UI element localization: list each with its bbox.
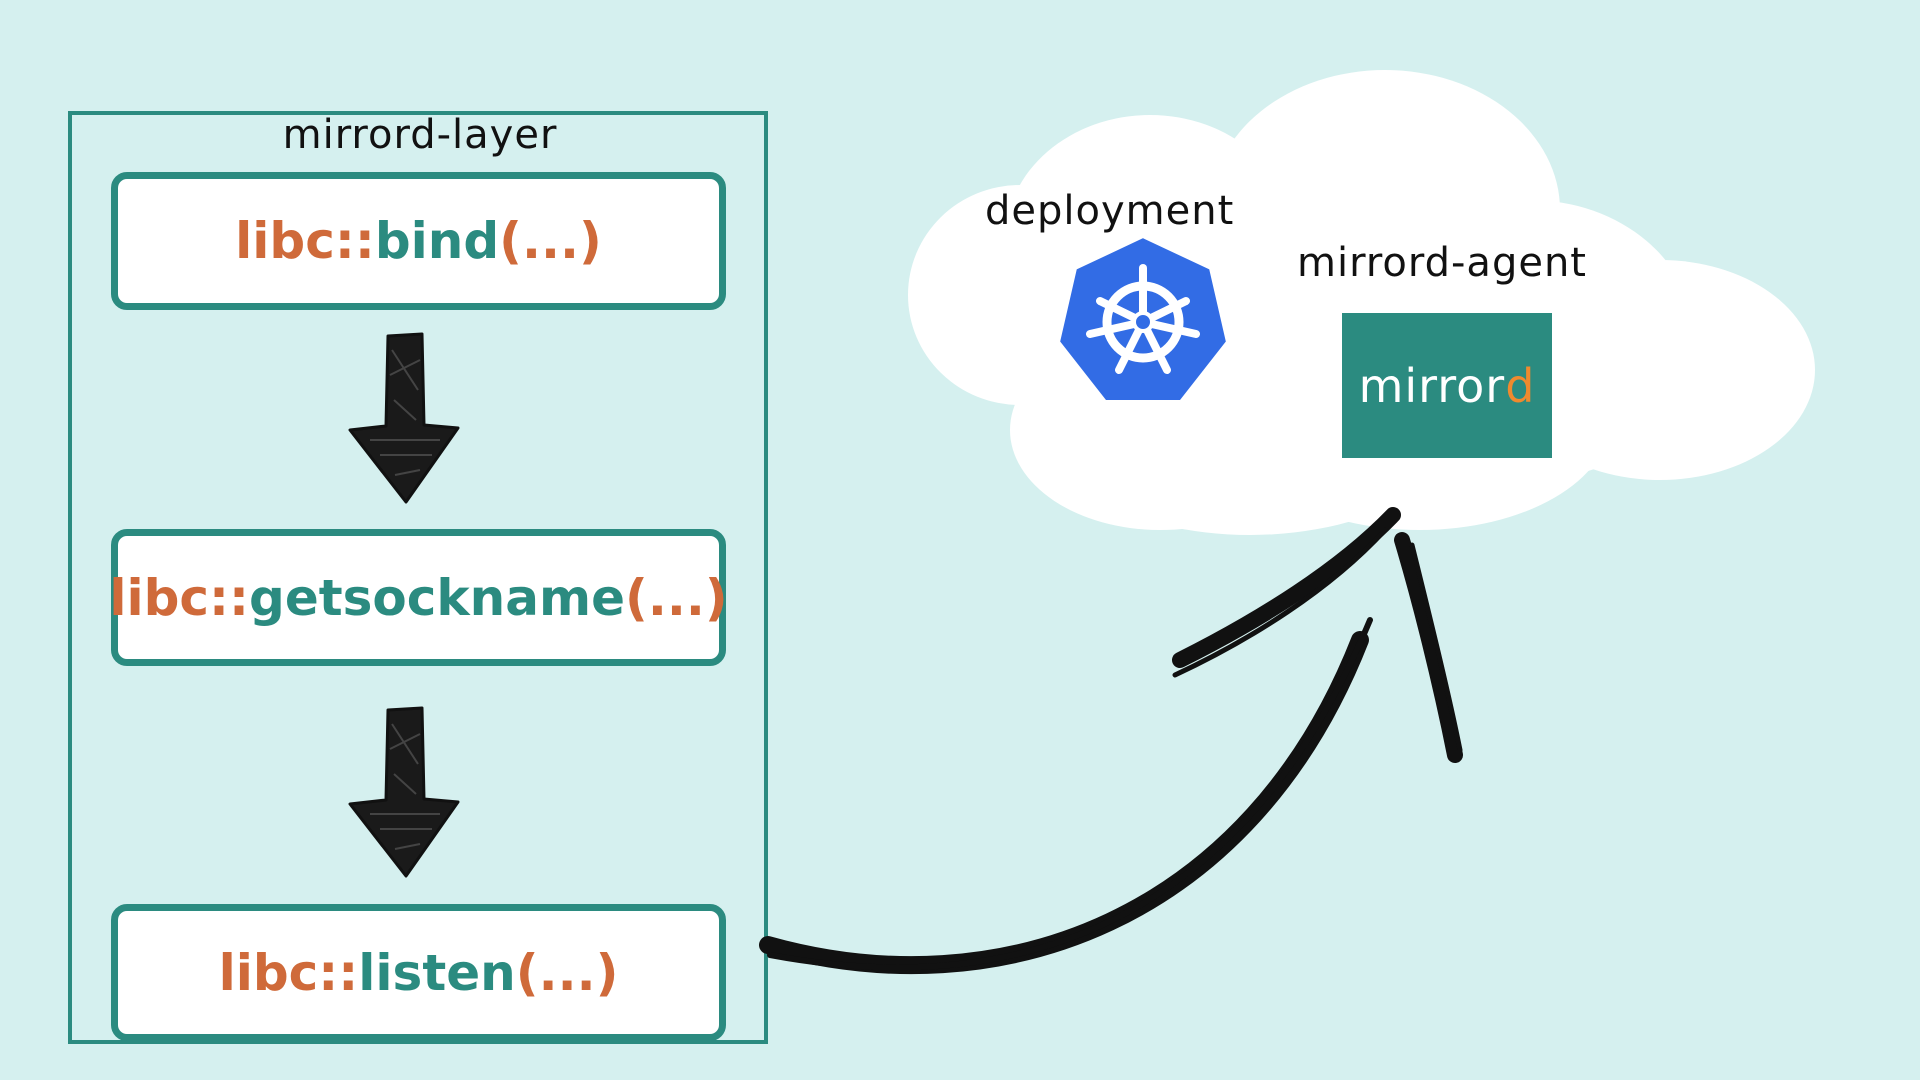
call-namespace: libc::: [235, 212, 375, 270]
logo-text-main: mirror: [1358, 358, 1506, 413]
call-function: bind: [374, 212, 500, 270]
call-args: (...): [515, 943, 619, 1002]
deployment-label: deployment: [985, 188, 1235, 234]
call-args: (...): [624, 568, 728, 627]
call-box-bind: libc::bind(...): [111, 172, 726, 310]
layer-title: mirrord-layer: [282, 112, 558, 158]
logo-text-accent: d: [1505, 358, 1536, 413]
arrow-down-icon: [348, 706, 460, 878]
kubernetes-icon: [1055, 233, 1231, 404]
call-args: (...): [499, 212, 602, 270]
call-namespace: libc::: [218, 943, 359, 1002]
call-function: getsockname: [249, 568, 625, 627]
call-box-getsockname: libc::getsockname(...): [109, 529, 728, 666]
arrow-down-icon: [348, 332, 460, 504]
call-box-listen: libc::listen(...): [111, 904, 726, 1041]
agent-label: mirrord-agent: [1297, 240, 1587, 286]
call-function: listen: [358, 943, 516, 1002]
mirrord-layer-container: [68, 111, 768, 1044]
call-namespace: libc::: [109, 568, 250, 627]
